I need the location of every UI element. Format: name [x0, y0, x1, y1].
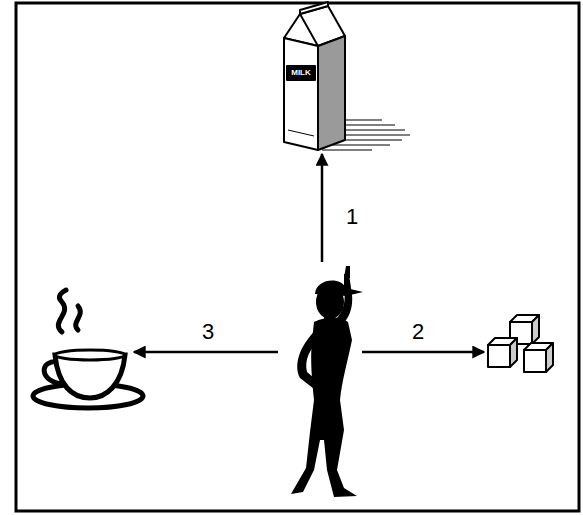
coffee-cup — [33, 290, 143, 408]
callout-number: 3 — [202, 321, 214, 343]
arrows — [134, 154, 484, 352]
person-figure — [291, 266, 363, 497]
callout-number: 2 — [412, 321, 424, 343]
frame — [16, 3, 579, 511]
callout-number: 1 — [346, 206, 358, 228]
product-label: MILK — [291, 69, 311, 77]
milk-carton — [284, 2, 410, 150]
sugar-cubes — [488, 315, 553, 372]
